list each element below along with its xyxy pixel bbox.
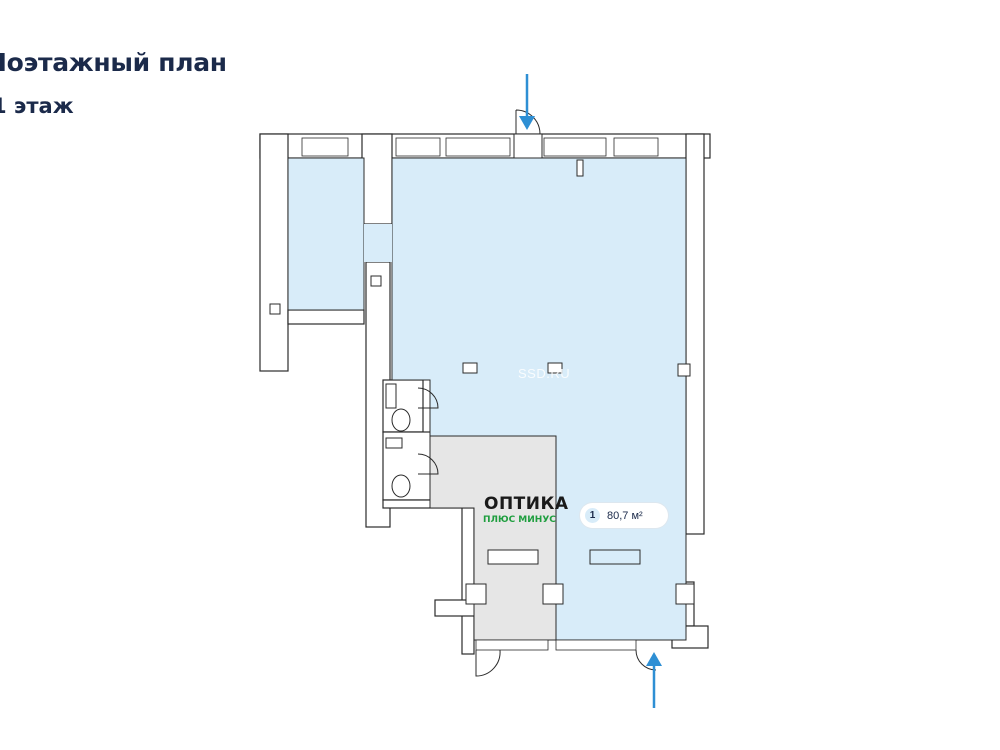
watermark: SSD.RU	[518, 366, 571, 381]
restroom	[385, 383, 439, 498]
columns	[269, 159, 695, 605]
unit-number: 1	[585, 508, 600, 523]
entrance-arrows	[519, 74, 662, 708]
floor-label: 1 этаж	[0, 94, 74, 118]
furniture	[487, 549, 641, 565]
unit-area-badge[interactable]: 1 80,7 м²	[580, 503, 668, 528]
page-title: Поэтажный план	[0, 48, 227, 77]
doors	[475, 109, 657, 677]
tenant-subtitle: ПЛЮС МИНУС	[483, 515, 556, 525]
tenant-area	[429, 435, 557, 641]
unit-area-value: 80,7 м²	[607, 509, 643, 522]
entrance-top-arrow	[519, 74, 535, 130]
tenant-name: ОПТИКА	[484, 494, 569, 514]
entrance-bottom-arrow	[646, 652, 662, 708]
windows	[301, 137, 659, 651]
